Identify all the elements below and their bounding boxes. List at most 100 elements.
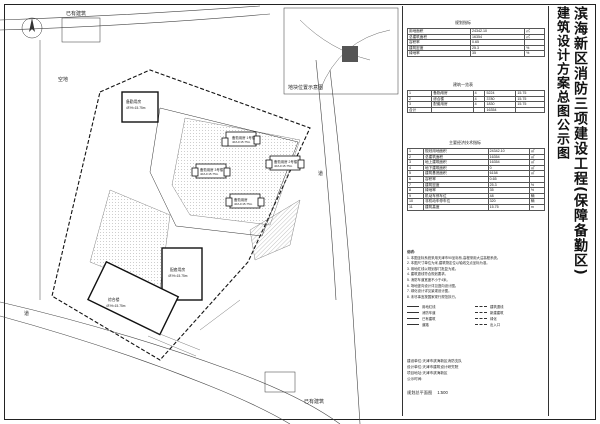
- table-cell: 建筑高度: [423, 203, 489, 211]
- building-duty-3: [191, 163, 231, 179]
- table-cell: [472, 106, 486, 114]
- table2-title: 建筑一览表: [453, 82, 473, 87]
- north-building-label: 已有建筑: [66, 11, 87, 17]
- table-cell: 15.75: [515, 95, 545, 103]
- legend-label: 绿化: [490, 317, 497, 321]
- parking-rows: [147, 299, 241, 357]
- legend-item: 绿化: [475, 316, 543, 322]
- note-line: 6. 场地竖向设计详见竖向设计图。: [407, 283, 459, 288]
- building-floors-duty-4: 4F/H=15.75m: [234, 202, 253, 206]
- legend-swatch-icon: [407, 317, 419, 321]
- table-cell: m: [528, 203, 546, 211]
- site-boundary: [51, 69, 311, 361]
- building-duty-4: [225, 193, 265, 209]
- legend-item: 已有建筑: [407, 316, 475, 322]
- table-cell: 配套用房: [431, 101, 474, 108]
- building-support: [161, 247, 203, 301]
- drawing-frame: [4, 4, 596, 420]
- legend-swatch-icon: [475, 317, 487, 321]
- building-floors-duty-2: 4F/H=15.75m: [274, 164, 293, 168]
- table3-title: 主要经济技术指标: [449, 140, 481, 145]
- building-label-complex: 综合楼: [108, 298, 120, 302]
- legend-item: 出入口: [475, 322, 543, 328]
- road-east: [329, 69, 361, 424]
- southeast-building-label: 已有建筑: [304, 399, 325, 405]
- keyplan-label: 地块位置示意图: [288, 85, 324, 91]
- title-main: 滨海新区消防三项建设工程(保障备勤区): [572, 6, 588, 276]
- table-cell: 1: [406, 90, 433, 97]
- legend-block: 用地红线 建筑退线消防车道 新建建筑已有建筑 绿化道路 出入口: [407, 304, 547, 328]
- legend-label: 已有建筑: [422, 317, 436, 321]
- note-line: 3. 用地红线以规划部门批复为准。: [407, 266, 459, 271]
- legend-label: 新建建筑: [490, 311, 504, 315]
- road-south: [0, 301, 341, 424]
- building-duty-top-left: [121, 91, 159, 123]
- building-floors-duty-top-left: 4F/H=15.75m: [126, 106, 146, 110]
- table-cell: 3780: [484, 95, 517, 103]
- road-label-west: 道: [24, 311, 30, 317]
- legend-swatch-icon: [475, 323, 487, 327]
- building-floors-duty-1: 4F/H=15.75m: [232, 140, 251, 144]
- building-floors-duty-3: 4F/H=15.75m: [200, 172, 219, 176]
- drawing-scale: 1:500: [437, 390, 448, 395]
- legend-swatch-icon: [407, 305, 419, 309]
- legend-label: 消防车道: [422, 311, 436, 315]
- table-cell: 绿地率: [406, 50, 472, 57]
- green-strip-east: [249, 199, 301, 261]
- fire-lane: [149, 107, 299, 237]
- road-east-2: [315, 59, 337, 301]
- north-arrow-icon: [21, 17, 43, 39]
- table-cell: 15.75: [515, 101, 545, 108]
- note-line: 7. 绿化设计详见景观设计图。: [407, 289, 452, 294]
- legend-label: 建筑退线: [490, 305, 504, 309]
- table-cell: 综合楼: [431, 95, 474, 103]
- building-label-duty-1: 备勤用房 1号楼: [232, 136, 256, 140]
- building-duty-1: [221, 131, 261, 147]
- road-north-2: [0, 13, 271, 31]
- legend-item: 用地红线: [407, 304, 475, 310]
- legend-swatch-icon: [407, 311, 419, 315]
- note-line: 4. 建筑退线符合规划要求。: [407, 272, 449, 277]
- table-cell: 16354: [484, 106, 517, 114]
- building-floors-support: 4F/H=15.75m: [168, 274, 188, 278]
- vacant-label: 空地: [58, 77, 69, 83]
- footer-line: 公示时间:: [407, 377, 423, 381]
- table-cell: 2: [406, 95, 433, 103]
- building-label-duty-top-left: 备勤用房: [126, 100, 142, 104]
- building-complex: [87, 260, 180, 336]
- road-south-2: [0, 315, 291, 424]
- legend-label: 用地红线: [422, 305, 436, 309]
- existing-building-north: [61, 17, 101, 43]
- footer-line: 项目地址:天津市滨海新区: [407, 371, 448, 375]
- legend-item: 消防车道: [407, 310, 475, 316]
- building-label-duty-4: 备勤用房: [234, 198, 248, 202]
- note-line: 5. 消防车道宽度不小于4米。: [407, 277, 450, 282]
- building-label-duty-2: 备勤用房 2号楼: [274, 160, 298, 164]
- note-line: 2. 本图尺寸单位为米,建筑物定位以轴线交点坐标为准。: [407, 261, 490, 266]
- notes-block: 说明: 1. 本图坐标系统采用天津市90坐标系,高程采用大沽高程系统。2. 本图…: [407, 250, 547, 300]
- table-cell: 11: [406, 203, 425, 211]
- green-courtyard: [171, 117, 301, 226]
- road-north: [0, 5, 261, 21]
- legend-label: 出入口: [490, 323, 501, 327]
- table-cell: 15.75: [487, 203, 530, 211]
- table-cell: 15.75: [515, 90, 545, 97]
- legend-swatch-icon: [475, 311, 487, 315]
- footer-line: 建设单位:天津市滨海新区消防支队: [407, 359, 462, 363]
- table1-title: 规划指标: [455, 20, 471, 25]
- title-column: 滨海新区消防三项建设工程(保障备勤区) 建筑设计方案总图公示图: [548, 6, 593, 416]
- building-duty-2: [265, 155, 305, 171]
- legend-label: 道路: [422, 323, 429, 327]
- legend-item: 建筑退线: [475, 304, 543, 310]
